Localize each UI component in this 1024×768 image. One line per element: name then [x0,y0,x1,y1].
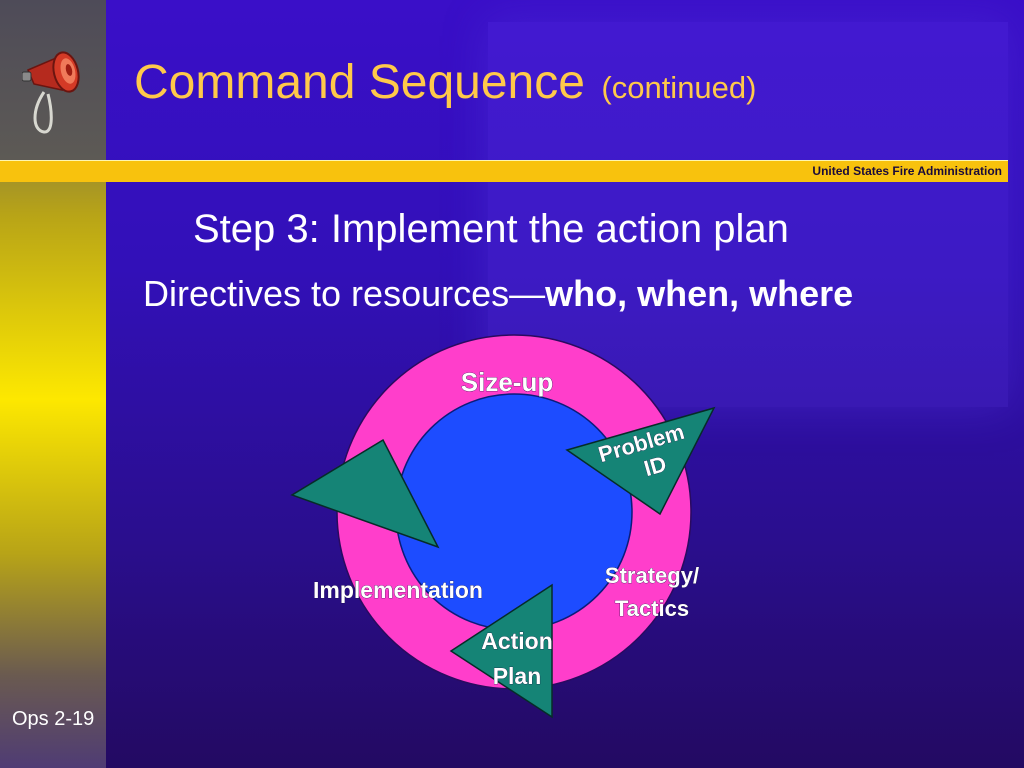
slide-number: Ops 2-19 [12,708,95,730]
label-plan: Plan [493,663,542,689]
background-panel [488,22,1008,407]
logo-box [0,0,106,160]
directive-emphasis: who, when, where [545,273,854,314]
label-strategy: Strategy/ [605,563,699,588]
agency-label: United States Fire Administration [812,164,1002,178]
cycle-arrow-problem-id [565,406,716,516]
header-divider-bar [0,160,1008,182]
directive-text: Directives to resources— [143,273,546,314]
directive-line: Directives to resources—who, when, where [143,273,853,315]
cycle-arrow-action-plan [449,583,553,719]
megaphone-icon [22,51,80,134]
slide-title: Command Sequence (continued) [134,55,756,110]
label-tactics: Tactics [615,596,689,621]
cycle-arrow-implementation [290,438,440,549]
title-main: Command Sequence [134,56,585,109]
step-heading: Step 3: Implement the action plan [193,207,789,251]
title-suffix: (continued) [601,70,757,105]
label-action: Action [481,628,553,654]
label-implementation: Implementation [313,577,483,603]
label-size-up: Size-up [461,367,553,397]
